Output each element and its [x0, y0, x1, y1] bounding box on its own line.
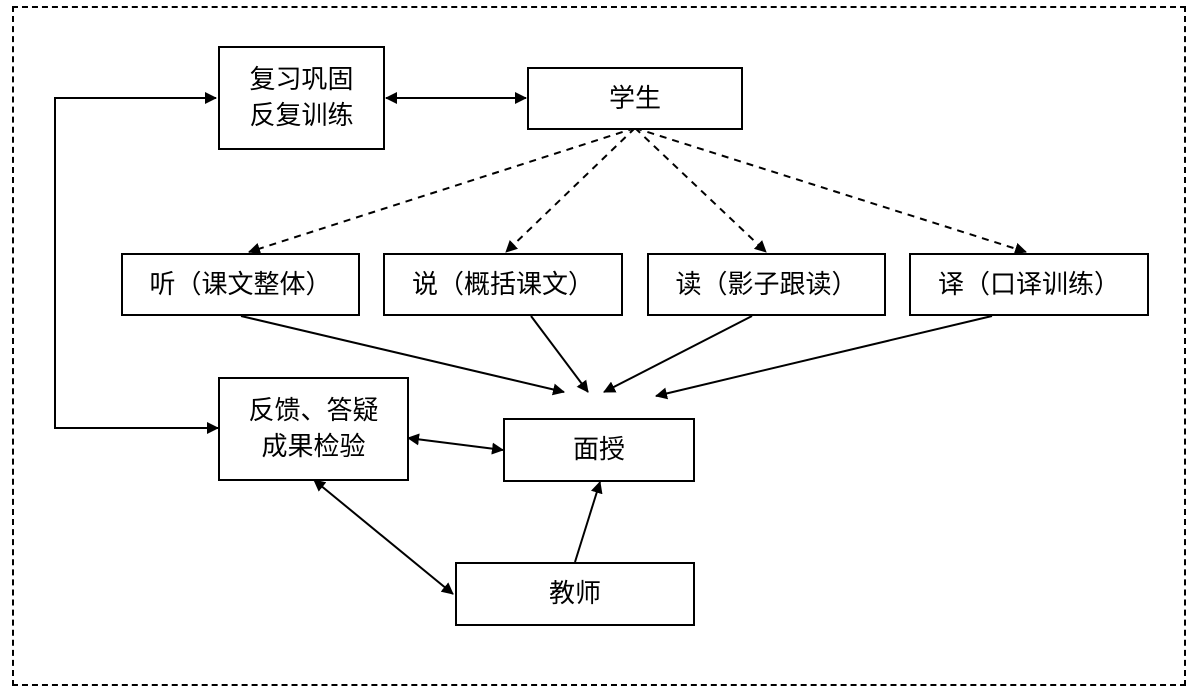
edge-read-lecture — [603, 315, 753, 393]
node-read: 读（影子跟读） — [647, 253, 886, 316]
node-feedback: 反馈、答疑 成果检验 — [218, 377, 409, 481]
edge-translate-lecture — [655, 315, 993, 400]
node-review-line-1: 复习巩固 — [249, 65, 354, 95]
node-student: 学生 — [527, 67, 743, 130]
edge-student-speak — [505, 127, 636, 253]
node-teacher-label: 教师 — [548, 579, 601, 609]
edge-feedback-teacher — [313, 479, 454, 595]
edge-loop-feedback-review — [54, 92, 219, 434]
node-speak: 说（概括课文） — [383, 253, 623, 316]
node-lecture-label: 面授 — [572, 435, 625, 465]
edge-teacher-lecture — [574, 481, 603, 563]
node-feedback-line-1: 反馈、答疑 — [248, 396, 379, 426]
node-translate: 译（口译训练） — [909, 253, 1149, 316]
node-speak-label: 说（概括课文） — [411, 269, 594, 300]
edge-student-read — [634, 127, 767, 253]
node-student-label: 学生 — [608, 83, 661, 114]
edge-student-listen — [248, 127, 636, 255]
node-listen: 听（课文整体） — [121, 253, 360, 316]
edge-speak-lecture — [530, 315, 589, 393]
edge-student-translate — [634, 127, 1027, 255]
node-listen-label: 听（课文整体） — [149, 269, 332, 300]
node-lecture: 面授 — [503, 418, 695, 482]
node-translate-label: 译（口译训练） — [937, 269, 1120, 300]
node-review-line-2: 反复训练 — [249, 101, 354, 131]
dashed-border-frame — [12, 6, 1186, 686]
node-review: 复习巩固 反复训练 — [218, 46, 385, 150]
node-feedback-line-2: 成果检验 — [261, 432, 366, 462]
node-read-label: 读（影子跟读） — [675, 269, 858, 300]
edge-listen-lecture — [240, 315, 565, 396]
edge-feedback-lecture — [407, 433, 504, 455]
node-teacher: 教师 — [455, 562, 695, 626]
